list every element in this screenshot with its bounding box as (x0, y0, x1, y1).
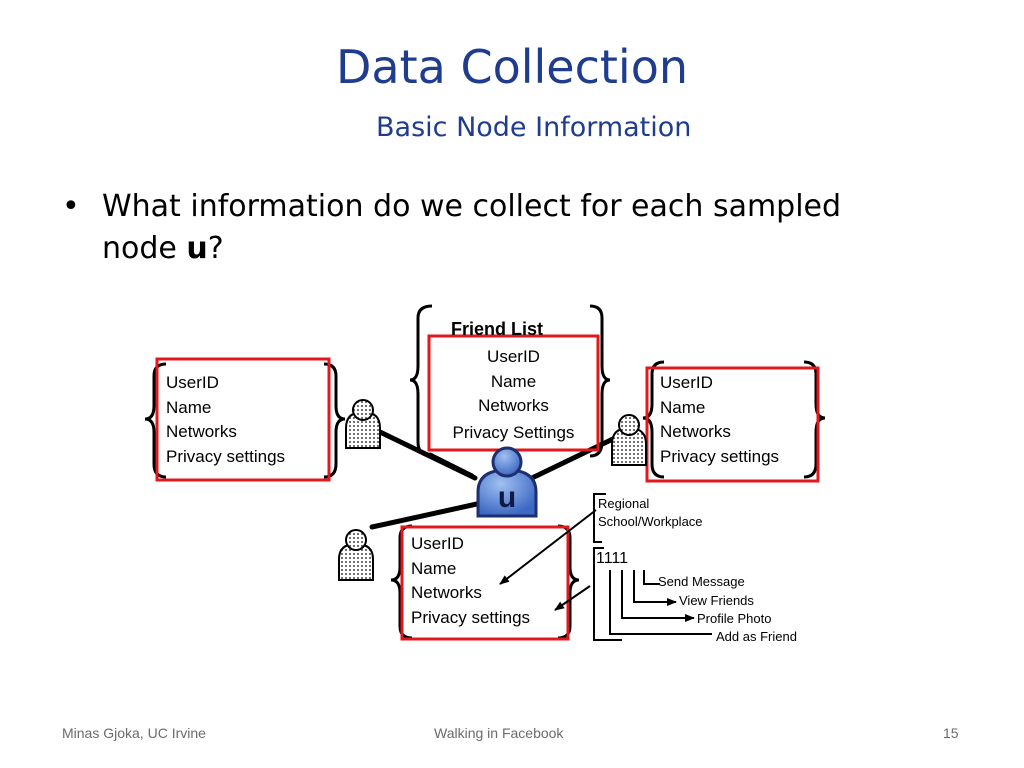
right-box-privacy: Privacy settings (660, 446, 780, 466)
right-info-box (645, 366, 820, 483)
network-type-school: School/Workplace (598, 514, 703, 529)
top-box-privacy: Privacy Settings (452, 422, 575, 442)
footer-talk-title: Walking in Facebook (434, 725, 564, 741)
privacy-bits: 1111 (596, 550, 629, 567)
top-box-userid: UserID (487, 347, 540, 366)
edge-top (427, 452, 475, 479)
right-box-networks: Networks (660, 422, 731, 441)
left-box-text: UserID Name Networks Privacy settings (166, 371, 285, 469)
bullet-node-u: u (186, 231, 208, 266)
right-box-name: Name (660, 397, 706, 417)
left-box-name: Name (166, 397, 212, 417)
bullet-suffix: ? (207, 231, 224, 266)
bottom-info-box (400, 525, 570, 641)
slide-title: Data Collection (336, 40, 688, 94)
bullet-text: What information do we collect for each … (102, 189, 842, 224)
top-box-name: Name (490, 371, 537, 391)
left-box-userid: UserID (166, 373, 219, 392)
footer-author: Minas Gjoka, UC Irvine (62, 725, 206, 741)
bottom-box-text: UserID Name Networks Privacy settings (411, 532, 530, 630)
bullet-prefix: node (102, 231, 187, 266)
footer-page-number: 15 (943, 725, 959, 741)
network-arrow (499, 509, 597, 585)
bullet-dot: • (62, 189, 80, 224)
friend-icon-left (345, 399, 381, 449)
slide-subtitle: Basic Node Information (376, 112, 692, 143)
privacy-option-view-friends: View Friends (679, 593, 754, 608)
top-box-text: UserID Name Networks Privacy Settings (429, 345, 598, 445)
bullet-text-line2: node u? (102, 228, 224, 270)
left-braces (144, 362, 346, 479)
left-box-privacy: Privacy settings (166, 446, 286, 466)
edge-bottom (369, 499, 489, 530)
right-box-userid: UserID (660, 373, 713, 392)
bottom-box-userid: UserID (411, 534, 464, 553)
privacy-option-profile-photo: Profile Photo (697, 611, 772, 626)
bottom-box-networks: Networks (411, 583, 482, 602)
left-box-networks: Networks (166, 422, 237, 441)
privacy-option-add-as-friend: Add as Friend (716, 629, 797, 644)
network-bracket (593, 493, 606, 543)
center-user-label: u (498, 481, 516, 514)
top-box-networks: Networks (478, 396, 549, 415)
privacy-arrow (554, 585, 591, 611)
friend-icon-bottom (338, 529, 374, 581)
bottom-box-name: Name (411, 558, 457, 578)
bottom-box-privacy: Privacy settings (411, 607, 531, 627)
friend-list-braces (409, 304, 611, 458)
friend-icon-right (611, 414, 647, 466)
user-u-icon (476, 446, 538, 518)
left-info-box (155, 357, 331, 482)
privacy-bit-lines (593, 547, 712, 641)
privacy-option-send-message: Send Message (658, 574, 745, 589)
right-box-text: UserID Name Networks Privacy settings (660, 371, 779, 469)
network-type-regional: Regional (598, 496, 650, 511)
friend-list-label: Friend List (451, 319, 544, 339)
info-boxes (155, 334, 820, 641)
